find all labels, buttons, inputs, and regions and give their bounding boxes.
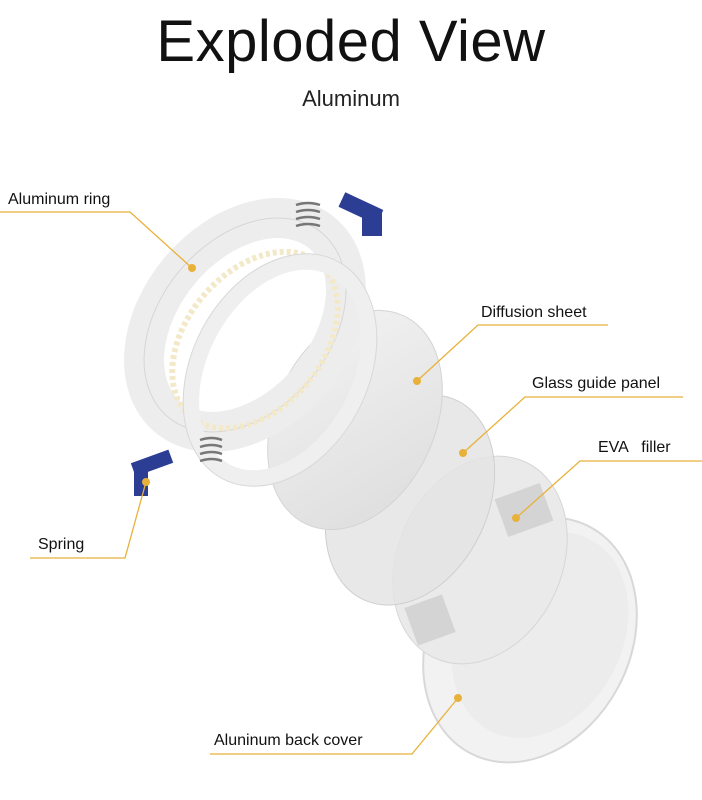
- leader-line-glass-guide-panel: [462, 396, 683, 454]
- page-subtitle: Aluminum: [302, 86, 400, 111]
- leader-dot-back-cover: [454, 694, 462, 702]
- label-spring: Spring: [38, 536, 85, 553]
- page-title: Exploded View: [156, 9, 546, 74]
- label-back-cover: Aluninum back cover: [214, 732, 363, 749]
- aluminum-ring-part: [124, 198, 366, 452]
- leader-dot-eva-filler: [512, 514, 520, 522]
- leader-dot-diffusion-sheet: [413, 377, 421, 385]
- leader-line-back-cover: [210, 697, 459, 755]
- leader-dot-spring: [142, 478, 150, 486]
- label-aluminum-ring: Aluminum ring: [8, 191, 111, 208]
- label-glass-guide-panel: Glass guide panel: [532, 375, 661, 392]
- leader-line-eva-filler: [515, 460, 702, 519]
- inner-ring-part: [182, 253, 378, 487]
- leader-dot-glass-guide-panel: [459, 449, 467, 457]
- leader-dot-aluminum-ring: [188, 264, 196, 272]
- leader-dots: [142, 264, 520, 702]
- leader-line-diffusion-sheet: [416, 324, 608, 382]
- leader-lines: [0, 211, 702, 755]
- leader-line-spring: [30, 481, 147, 559]
- label-diffusion-sheet: Diffusion sheet: [481, 304, 587, 321]
- leader-line-aluminum-ring: [0, 211, 193, 269]
- label-eva-filler: EVA filler: [598, 439, 671, 456]
- spring-top: [295, 192, 384, 236]
